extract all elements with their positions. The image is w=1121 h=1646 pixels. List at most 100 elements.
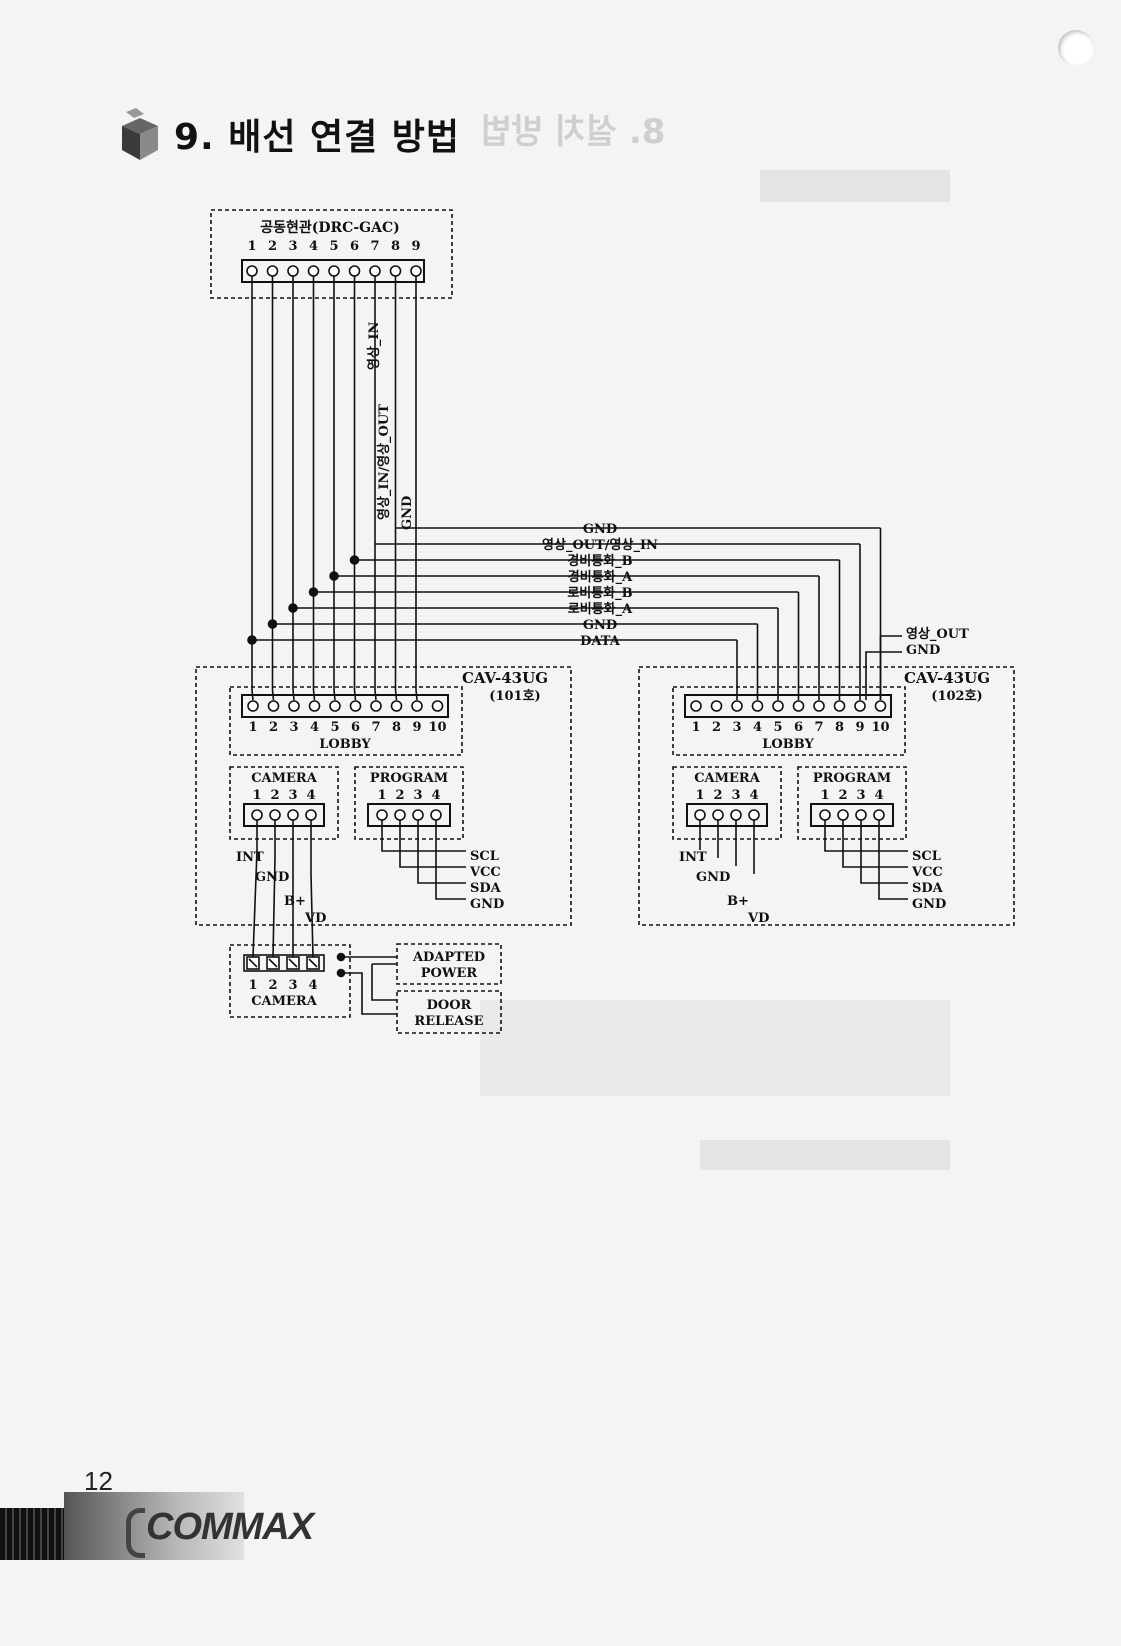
door-camera-pin-number: 2 <box>268 978 277 993</box>
unit-102-prog-scl: SCL <box>912 849 941 864</box>
side-wire-video-out <box>879 635 902 700</box>
door-camera-link-wire <box>252 849 258 958</box>
door-camera-link-wire <box>310 873 314 958</box>
door-camera-pin-number: 3 <box>288 978 297 993</box>
unit-101-wire-vd: VD <box>304 911 326 926</box>
bus-label-gnd-2: GND <box>583 618 617 633</box>
door-camera-link-wire <box>272 857 276 958</box>
door-camera-box <box>229 944 351 1018</box>
bus-labels: GND 영상_OUT/영상_IN 경비통화_B 경비통화_A 로비통화_B 로비… <box>542 522 658 649</box>
unit-102-program-terminal <box>855 809 867 821</box>
unit-102-model: CAV-43UG <box>904 669 990 687</box>
gate-pin-number: 6 <box>350 239 359 254</box>
unit-101-camera-pin-number: 4 <box>306 788 315 803</box>
bus-wires <box>247 276 902 701</box>
lobby-terminal <box>411 700 423 712</box>
door-camera-pin-number: 4 <box>308 978 317 993</box>
unit-102-wire-int: INT <box>679 850 707 865</box>
lobby-terminal <box>308 700 321 712</box>
unit-102-camera-pin-number: 3 <box>731 788 740 803</box>
program-wire <box>842 820 908 868</box>
lobby-pin-number: 3 <box>732 720 741 735</box>
release-wire-2 <box>371 964 397 1001</box>
door-camera-strip <box>243 954 325 972</box>
unit-101-program-label: PROGRAM <box>370 771 448 786</box>
unit-101-program-box <box>354 766 464 840</box>
unit-101-wire-gnd: GND <box>255 870 289 885</box>
lobby-terminal <box>731 700 743 712</box>
lobby-pin-number: 6 <box>351 720 360 735</box>
unit-101-program-terminal <box>430 809 442 821</box>
gate-pin-number: 8 <box>391 239 400 254</box>
footer-gradient-band <box>64 1492 244 1560</box>
unit-102-number: (102호) <box>931 689 982 704</box>
lobby-terminal <box>874 700 887 712</box>
lobby-terminal <box>813 700 825 712</box>
bus-label-lobby-a: 로비통화_A <box>568 601 633 617</box>
bleed-through-box <box>700 1140 950 1170</box>
unit-102-wire-vd: VD <box>747 911 769 926</box>
unit-102-camera-pin-number: 1 <box>695 788 704 803</box>
logo-bracket-mark <box>126 1508 145 1558</box>
lobby-terminal <box>751 700 764 712</box>
lobby-pin-number: 7 <box>814 720 823 735</box>
unit-101-camera-pin-number: 1 <box>252 788 261 803</box>
program-wire <box>417 820 466 884</box>
program-wire <box>878 820 908 900</box>
bus-label-video: 영상_OUT/영상_IN <box>542 538 658 553</box>
program-wire <box>824 820 908 852</box>
door-camera-terminal-mark <box>268 958 278 968</box>
unit-101-program-terminal <box>376 809 388 821</box>
unit-102-camera-box <box>672 766 782 840</box>
unit-101-prog-vcc: VCC <box>469 865 501 880</box>
lobby-terminal <box>288 700 300 712</box>
gate-pin-number: 9 <box>411 239 420 254</box>
gate-label-gnd: GND <box>400 496 415 530</box>
unit-101-lobby-box <box>229 686 463 756</box>
lobby-terminal <box>772 700 784 712</box>
gate-panel-box <box>210 209 453 299</box>
unit-102-prog-gnd: GND <box>912 897 946 912</box>
lobby-terminal <box>349 700 362 712</box>
junction-dot <box>247 635 257 645</box>
unit-101-camera-box <box>229 766 339 840</box>
gate-terminal <box>328 265 340 277</box>
junction-dot <box>308 587 319 597</box>
lobby-pin-number: 2 <box>712 720 721 735</box>
unit-101-model: CAV-43UG <box>462 669 548 687</box>
lobby-pin-number: 1 <box>691 720 700 735</box>
cube-icon <box>122 108 158 160</box>
brand-logo: COMMAX <box>146 1506 314 1548</box>
door-camera-pin-number: 1 <box>248 978 257 993</box>
adapted-power-line-2: POWER <box>421 966 478 981</box>
lobby-pin-number: 5 <box>773 720 782 735</box>
unit-102-program-pin-number: 4 <box>874 788 883 803</box>
lobby-pin-number: 10 <box>871 720 889 735</box>
door-camera-label: CAMERA <box>251 994 318 1009</box>
door-camera-terminal-mark <box>288 958 298 968</box>
lobby-terminal <box>792 700 805 712</box>
unit-102-prog-vcc: VCC <box>911 865 943 880</box>
gate-terminal <box>410 265 422 277</box>
unit-102-program-pin-number: 1 <box>820 788 829 803</box>
lobby-terminal <box>854 700 866 712</box>
bus-label-guard-b: 경비통화_B <box>567 553 632 569</box>
unit-102-box <box>638 666 1015 926</box>
unit-101-program-terminal <box>412 809 424 821</box>
gate-pin-number: 3 <box>288 239 297 254</box>
unit-102-program-pin-number: 2 <box>838 788 847 803</box>
unit-102-camera-terminal <box>712 809 724 821</box>
gate-pin-number: 4 <box>309 239 318 254</box>
unit-101-camera-label: CAMERA <box>251 771 318 786</box>
side-wire-gnd <box>865 651 902 700</box>
unit-101-program-pin-number: 2 <box>395 788 404 803</box>
gate-pin-number: 5 <box>329 239 338 254</box>
bleed-through-box <box>480 1000 950 1096</box>
lobby-terminal <box>431 700 444 712</box>
unit-101-program-pin-number: 3 <box>413 788 422 803</box>
unit-102-program-box <box>797 766 907 840</box>
gate-terminals <box>246 265 422 277</box>
unit-102-program-label: PROGRAM <box>813 771 891 786</box>
side-label-video-out: 영상_OUT <box>906 627 969 642</box>
unit-102-program-terminal <box>837 809 849 821</box>
